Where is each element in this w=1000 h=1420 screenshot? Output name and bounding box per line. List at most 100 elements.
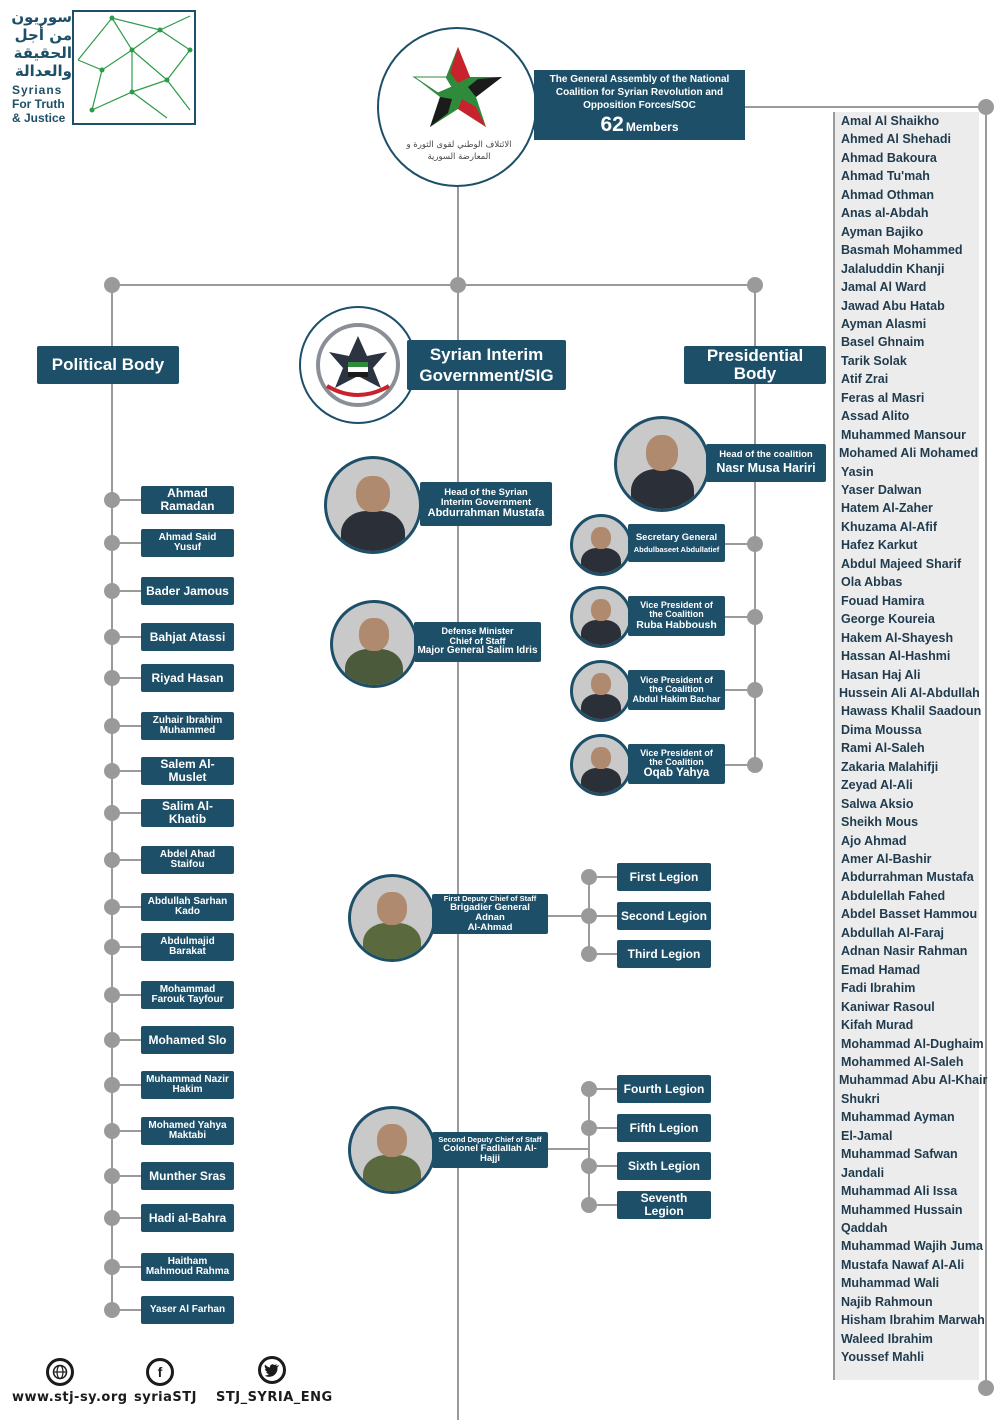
political-member-box: Mohamed Yahya Maktabi <box>141 1117 234 1145</box>
assembly-member-item: Jalaluddin Khanji <box>841 262 945 276</box>
top-branch-line <box>111 284 756 286</box>
political-member-box: Zuhair Ibrahim Muhammed <box>141 712 234 740</box>
political-member-connector <box>118 1217 141 1219</box>
assembly-member-item: Muhammad Wajih Juma <box>841 1239 983 1253</box>
vp-oqab-box: Vice President of the Coalition Oqab Yah… <box>628 744 725 784</box>
legions-b-line <box>588 1089 590 1205</box>
assembly-member-item: Yaser Dalwan <box>841 483 922 497</box>
branch-dot-center <box>450 277 466 293</box>
assembly-member-item: Khuzama Al-Afif <box>841 520 937 534</box>
political-member-box: Bahjat Atassi <box>141 623 234 651</box>
photo-ruba-habboush <box>570 586 632 648</box>
assembly-member-item: Ola Abbas <box>841 575 902 589</box>
assembly-member-item: Hussein Ali Al-Abdullah <box>839 686 980 700</box>
legion-box: Third Legion <box>617 940 711 968</box>
assembly-member-item: Emad Hamad <box>841 963 920 977</box>
political-member-connector <box>118 994 141 996</box>
political-member-box: Ahmad Said Yusuf <box>141 529 234 557</box>
assembly-member-item: Ayman Alasmi <box>841 317 926 331</box>
political-member-box: Riyad Hasan <box>141 664 234 692</box>
coalition-arabic-name: الائتلاف الوطني لقوى الثورة و المعارضة ا… <box>397 139 521 163</box>
globe-icon[interactable] <box>46 1358 74 1386</box>
vp3-dot <box>747 757 763 773</box>
assembly-member-item: Salwa Aksio <box>841 797 914 811</box>
assembly-member-item: Tarik Solak <box>841 354 907 368</box>
assembly-member-item: Ahmad Othman <box>841 188 934 202</box>
assembly-member-item: Ahmed Al Shehadi <box>841 132 951 146</box>
stj-logo: سوريون من أجل الحقيقة والعدالة Syrians F… <box>10 8 200 128</box>
secretary-general-box: Secretary General Abdulbaseet Abdullatie… <box>628 524 725 562</box>
political-member-box: Abdulmajid Barakat <box>141 933 234 961</box>
assembly-member-item: Muhammad Wali <box>841 1276 939 1290</box>
assembly-member-item: Yasin <box>841 465 874 479</box>
logo-geometric-icon <box>72 10 196 125</box>
legion-connector <box>595 1165 617 1167</box>
political-member-box: Munther Sras <box>141 1162 234 1190</box>
political-member-connector <box>118 770 141 772</box>
assembly-member-item: Mohammed Al-Saleh <box>841 1055 963 1069</box>
political-member-connector <box>118 1266 141 1268</box>
legion-connector <box>595 1204 617 1206</box>
assembly-member-item: Mustafa Nawaf Al-Ali <box>841 1258 964 1272</box>
assembly-member-item: Fouad Hamira <box>841 594 924 608</box>
political-member-connector <box>118 859 141 861</box>
assembly-member-item: Hawass Khalil Saadoun <box>841 704 981 718</box>
photo-fadlallah-al-hajji <box>348 1106 436 1194</box>
assembly-member-item: Muhammad Ayman <box>841 1110 955 1124</box>
assembly-member-item: Kifah Murad <box>841 1018 913 1032</box>
political-member-connector <box>118 677 141 679</box>
assembly-member-item: Muhammed Mansour <box>841 428 966 442</box>
assembly-member-item: Muhammad Abu Al-Khair <box>839 1073 987 1087</box>
first-deputy-box: First Deputy Chief of Staff Brigadier Ge… <box>432 894 548 934</box>
assembly-member-item: Zakaria Malahifji <box>841 760 938 774</box>
political-member-box: Hadi al-Bahra <box>141 1204 234 1232</box>
political-member-box: Bader Jamous <box>141 577 234 605</box>
assembly-member-item: Abdullah Al-Faraj <box>841 926 944 940</box>
political-member-box: Haitham Mahmoud Rahma <box>141 1253 234 1281</box>
assembly-member-item: Abdulellah Fahed <box>841 889 945 903</box>
political-member-connector <box>118 1175 141 1177</box>
twitter-icon[interactable] <box>258 1356 286 1384</box>
political-member-box: Mohamed Slo <box>141 1026 234 1054</box>
facebook-icon[interactable]: f <box>146 1358 174 1386</box>
sig-head-box: Head of the Syrian Interim Government Ab… <box>420 482 552 526</box>
assembly-member-item: Muhammad Safwan <box>841 1147 958 1161</box>
political-member-connector <box>118 636 141 638</box>
coalition-head-box: Head of the coalition Nasr Musa Hariri <box>706 444 826 482</box>
political-member-connector <box>118 946 141 948</box>
assembly-member-item: Ajo Ahmad <box>841 834 907 848</box>
photo-abdul-hakim-bachar <box>570 660 632 722</box>
assembly-member-item: Dima Moussa <box>841 723 922 737</box>
assembly-member-item: Feras al Masri <box>841 391 924 405</box>
political-member-box: Salim Al-Khatib <box>141 799 234 827</box>
assembly-member-item: Hatem Al-Zaher <box>841 501 933 515</box>
facebook-link[interactable]: syriaSTJ <box>134 1390 197 1405</box>
assembly-member-item: Ayman Bajiko <box>841 225 923 239</box>
members-dot-bottom <box>978 1380 994 1396</box>
assembly-member-item: Muhammad Ali Issa <box>841 1184 957 1198</box>
eagle-icon <box>315 322 401 408</box>
sig-title-box: Syrian Interim Government/SIG <box>407 340 566 390</box>
political-member-connector <box>118 725 141 727</box>
defense-minister-box: Defense Minister Chief of Staff Major Ge… <box>414 622 541 662</box>
vp-bachar-box: Vice President of the Coalition Abdul Ha… <box>628 670 725 710</box>
political-member-box: Salem Al-Muslet <box>141 757 234 785</box>
photo-abdulbaseet-abdullatief <box>570 514 632 576</box>
political-member-connector <box>118 1039 141 1041</box>
assembly-member-item: Amal Al Shaikho <box>841 114 939 128</box>
vp-ruba-box: Vice President of the Coalition Ruba Hab… <box>628 596 725 636</box>
legion-box: Seventh Legion <box>617 1191 711 1219</box>
assembly-member-item: Najib Rahmoun <box>841 1295 933 1309</box>
assembly-member-item: Youssef Mahli <box>841 1350 924 1364</box>
sig-emblem <box>299 306 417 424</box>
assembly-member-item: El-Jamal <box>841 1129 892 1143</box>
website-link[interactable]: www.stj-sy.org <box>12 1390 128 1405</box>
assembly-member-item: Sheikh Mous <box>841 815 918 829</box>
vp1-dot <box>747 609 763 625</box>
assembly-member-item: Amer Al-Bashir <box>841 852 932 866</box>
coalition-members-count: 62Members <box>540 113 739 137</box>
members-connector <box>743 106 986 108</box>
legion-connector <box>595 915 617 917</box>
twitter-link[interactable]: STJ_SYRIA_ENG <box>216 1390 333 1405</box>
coalition-title-box: The General Assembly of the National Coa… <box>534 70 745 140</box>
